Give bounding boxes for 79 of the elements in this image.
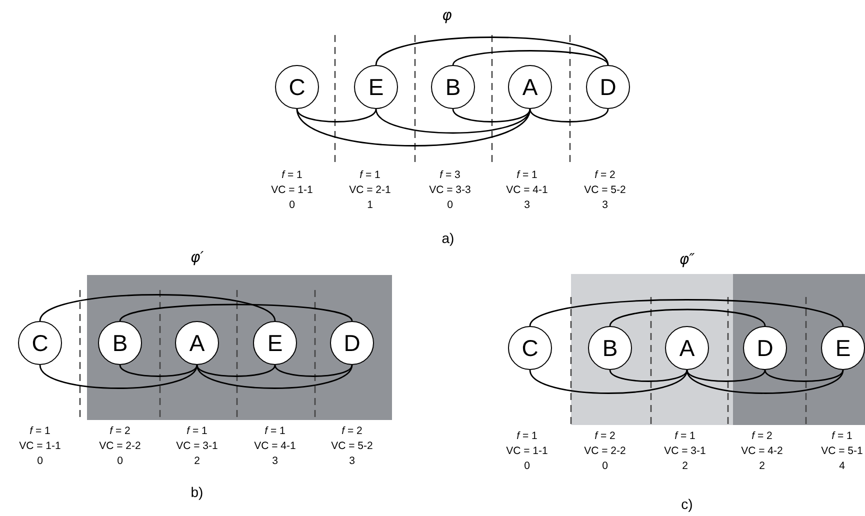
cut-count-label: 0 xyxy=(37,456,43,468)
cut-count-label: 4 xyxy=(839,461,845,473)
f-value-label: f = 2 xyxy=(110,426,130,438)
vc-value-label: VC = 1-1 xyxy=(19,441,61,453)
vc-value-label: VC = 3-1 xyxy=(664,446,706,458)
f-value-label: f = 1 xyxy=(516,431,538,443)
panel-label: a) xyxy=(442,230,454,246)
cut-count-label: 0 xyxy=(524,461,530,473)
arc-connector xyxy=(529,370,688,394)
arc-connector xyxy=(686,370,766,382)
cut-count-label: 0 xyxy=(117,456,123,468)
f-value-label: f = 2 xyxy=(342,426,362,438)
f-value-label: f = 1 xyxy=(360,170,380,182)
arc-connector xyxy=(529,108,609,122)
f-value-label: f = 3 xyxy=(440,170,460,182)
arc-connector xyxy=(764,370,844,382)
arc-connector xyxy=(452,50,609,66)
cut-count-label: 0 xyxy=(602,461,608,473)
arrangement-symbol: φ″ xyxy=(679,250,695,268)
cut-count-label: 0 xyxy=(289,200,295,212)
f-value-label: f = 1 xyxy=(264,426,286,438)
vc-value-label: VC = 5-1 xyxy=(821,446,863,458)
cut-count-label: 2 xyxy=(682,461,688,473)
arc-connector xyxy=(119,304,353,322)
vc-value-label: VC = 4-1 xyxy=(506,185,548,197)
arc-connector xyxy=(119,364,198,377)
cut-count-label: 3 xyxy=(524,200,530,212)
node-circle: A xyxy=(508,65,552,109)
arc-connector xyxy=(39,294,276,322)
arc-connector xyxy=(609,308,766,326)
node-circle: B xyxy=(431,65,475,109)
node-circle: C xyxy=(275,65,319,109)
arc-connector xyxy=(375,36,609,66)
cut-count-label: 2 xyxy=(194,456,200,468)
arc-connector xyxy=(296,108,377,122)
arc-connector xyxy=(452,108,531,122)
f-value-label: f = 1 xyxy=(282,170,302,182)
node-circle: C xyxy=(18,321,62,365)
vc-value-label: VC = 2-2 xyxy=(99,441,141,453)
f-value-label: f = 1 xyxy=(30,426,50,438)
vc-value-label: VC = 3-3 xyxy=(429,185,471,197)
f-value-label: f = 2 xyxy=(594,170,616,182)
arc-connector xyxy=(39,364,198,389)
f-value-label: f = 1 xyxy=(674,431,696,443)
node-circle: C xyxy=(508,326,552,370)
cut-count-label: 3 xyxy=(349,456,355,468)
cut-count-label: 3 xyxy=(272,456,278,468)
arc-connector xyxy=(296,108,531,146)
f-value-label: f = 1 xyxy=(186,426,208,438)
arc-connector xyxy=(196,364,276,377)
arrangement-symbol: φ xyxy=(442,6,452,24)
node-circle: E xyxy=(354,65,398,109)
arc-connector xyxy=(609,370,688,382)
vc-value-label: VC = 5-2 xyxy=(584,185,626,197)
vc-value-label: VC = 4-1 xyxy=(254,441,296,453)
arc-connector xyxy=(274,364,353,377)
node-circle: D xyxy=(586,65,630,109)
f-value-label: f = 1 xyxy=(516,170,538,182)
panel-label: b) xyxy=(190,484,204,500)
cut-count-label: 0 xyxy=(447,200,453,212)
arc-connector xyxy=(529,299,844,326)
vc-value-label: VC = 2-2 xyxy=(584,446,626,458)
vc-value-label: VC = 1-1 xyxy=(271,185,313,197)
vc-value-label: VC = 4-2 xyxy=(741,446,783,458)
cut-count-label: 2 xyxy=(759,461,765,473)
vc-value-label: VC = 2-1 xyxy=(349,185,391,197)
f-value-label: f = 2 xyxy=(752,431,772,443)
arc-connector xyxy=(196,364,353,389)
f-value-label: f = 1 xyxy=(832,431,852,443)
vc-value-label: VC = 3-1 xyxy=(176,441,218,453)
cut-count-label: 3 xyxy=(602,200,608,212)
arrangement-symbol: φ′ xyxy=(190,248,204,266)
cut-count-label: 1 xyxy=(367,200,373,212)
arc-connector xyxy=(686,370,844,394)
vc-value-label: VC = 1-1 xyxy=(506,446,548,458)
vc-value-label: VC = 5-2 xyxy=(331,441,373,453)
panel-label: c) xyxy=(681,496,693,512)
f-value-label: f = 2 xyxy=(594,431,616,443)
arc-connector xyxy=(375,108,531,134)
